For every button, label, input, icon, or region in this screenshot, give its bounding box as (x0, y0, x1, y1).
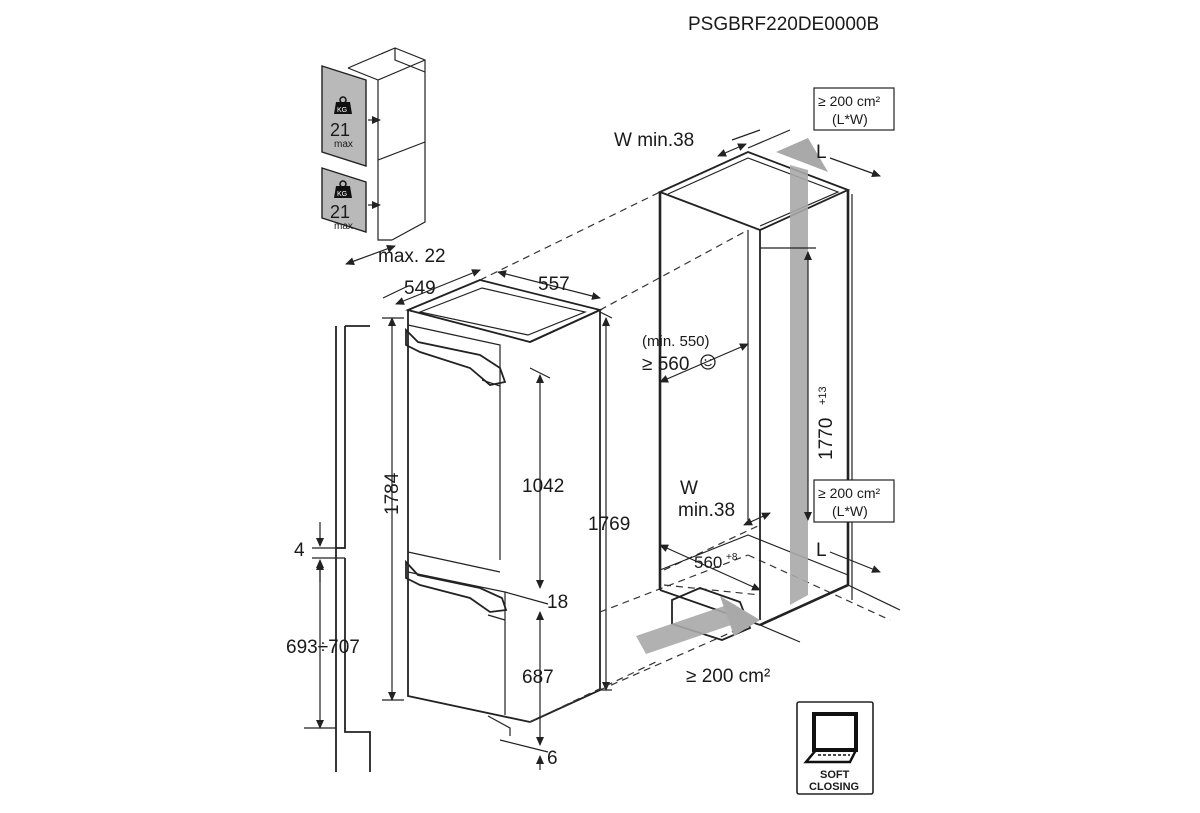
niche-width-label: 560 (694, 553, 722, 572)
lower-panel-weight: 21 (330, 202, 350, 222)
svg-text:KG: KG (337, 107, 347, 114)
depth-min-label: (min. 550) (642, 333, 710, 350)
upper-panel-weight-unit: max (334, 139, 353, 150)
door-panel-illustration: KG 21 max KG 21 max max. 22 (321, 47, 446, 267)
lower-door-height-label: 687 (522, 667, 554, 688)
panel-height-label: 693÷707 (286, 637, 360, 658)
lower-panel-weight-unit: max (334, 221, 353, 232)
bottom-gap-label: 6 (547, 748, 558, 769)
top-vent-box (813, 87, 895, 131)
svg-text:KG: KG (337, 191, 347, 198)
airflow-arrow-icon (720, 596, 760, 636)
depth-label: 549 (404, 278, 436, 299)
floor-vent-label: ≥ 200 cm² (686, 666, 770, 687)
airflow-arrow-icon (776, 138, 828, 172)
appliance-drawing: 549 557 1784 1769 1042 18 687 6 (382, 269, 630, 770)
model-code: PSGBRF220DE0000B (688, 14, 879, 35)
niche-drawing: ≥ 200 cm² (L*W) W min.38 L (min. 550) ≥ … (614, 87, 901, 687)
niche-width-tolerance: +8 (726, 552, 738, 563)
soft-closing-line1: SOFT (820, 769, 850, 781)
bottom-vent-box (813, 479, 895, 523)
door-offset-label: max. 22 (378, 246, 446, 267)
top-vent-sub: (L*W) (832, 111, 868, 127)
decor-panel-profile: 4 693÷707 (286, 325, 371, 772)
panel-top-gap-label: 4 (294, 540, 305, 561)
smiley-icon (700, 354, 716, 370)
gap-label: 18 (547, 592, 568, 613)
niche-height-tolerance: +13 (817, 386, 829, 405)
upper-door-height-label: 1042 (522, 476, 564, 497)
weight-kg-icon: KG (334, 180, 352, 198)
soft-closing-badge: SOFT CLOSING (796, 701, 874, 795)
top-l-label: L (816, 142, 827, 163)
airflow-arrow-icon (790, 165, 808, 605)
soft-closing-line2: CLOSING (809, 781, 859, 793)
lower-door-panel (321, 167, 367, 233)
airflow-arrow-icon (636, 604, 740, 654)
upper-panel-weight: 21 (330, 120, 350, 140)
weight-kg-icon: KG (334, 96, 352, 114)
bottom-w-label: W (680, 478, 698, 499)
top-vent-area: ≥ 200 cm² (818, 93, 880, 109)
body-height-label: 1769 (588, 514, 630, 535)
lower-hinge (405, 559, 508, 613)
bottom-vent-area: ≥ 200 cm² (818, 485, 880, 501)
width-label: 557 (538, 274, 570, 295)
upper-door-panel (321, 65, 367, 167)
bottom-w-min-label: min.38 (678, 500, 735, 521)
bottom-l-label: L (816, 540, 827, 561)
upper-hinge (405, 327, 507, 386)
top-w-label: W min.38 (614, 130, 694, 151)
bottom-vent-sub: (L*W) (832, 503, 868, 519)
total-height-label: 1784 (382, 472, 403, 515)
soft-closing-icon (803, 712, 858, 764)
niche-height-label: 1770 (816, 418, 837, 460)
